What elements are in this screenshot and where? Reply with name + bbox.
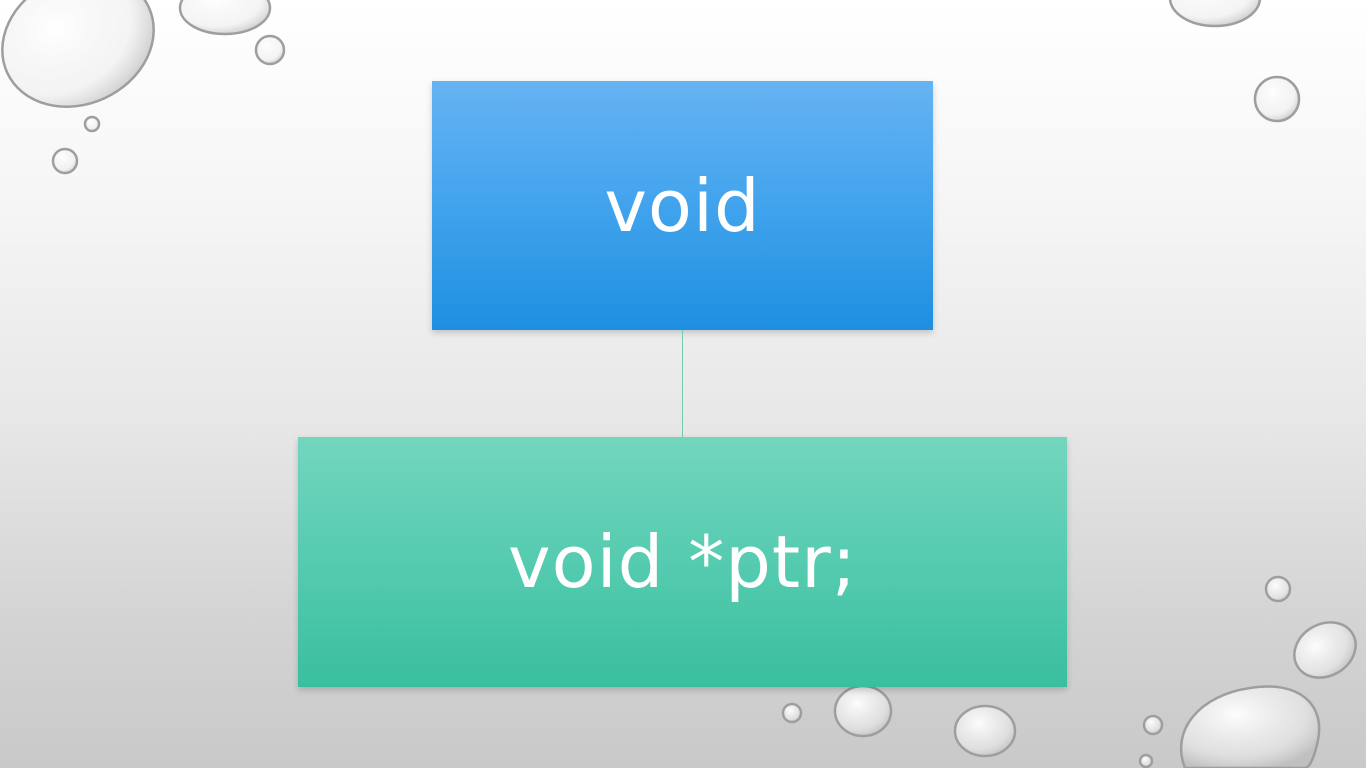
- node-void-ptr[interactable]: void *ptr;: [298, 437, 1067, 687]
- connector-line: [682, 330, 683, 437]
- node-void-ptr-label: void *ptr;: [507, 520, 858, 604]
- droplet-cluster-top-left: [1, 0, 286, 175]
- droplet-cluster-top-right: [1168, 0, 1301, 123]
- node-void-label: void: [604, 163, 761, 248]
- node-void[interactable]: void: [432, 81, 933, 330]
